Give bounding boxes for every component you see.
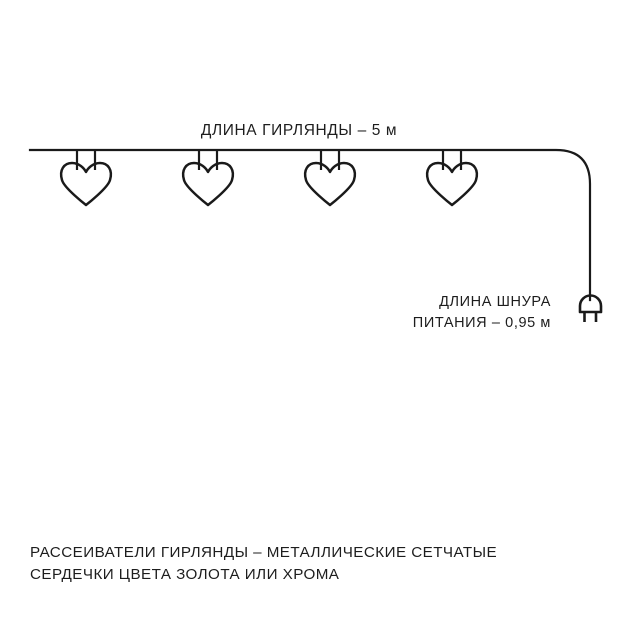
heart-pendant [303, 151, 357, 207]
diffusers-caption-line2: СЕРДЕЧКИ ЦВЕТА ЗОЛОТА ИЛИ ХРОМА [30, 566, 340, 583]
heart-pendant [59, 151, 113, 207]
heart-icon [425, 161, 479, 207]
power-plug-icon [578, 294, 603, 322]
pendant-stems [441, 151, 463, 170]
pendant-stems [197, 151, 219, 170]
cord-length-label: ДЛИНА ШНУРА ПИТАНИЯ – 0,95 м [330, 292, 551, 333]
heart-icon [59, 161, 113, 207]
pendant-stems [75, 151, 97, 170]
garland-wire [28, 148, 592, 302]
heart-icon [303, 161, 357, 207]
diffusers-caption: РАССЕИВАТЕЛИ ГИРЛЯНДЫ – МЕТАЛЛИЧЕСКИЕ СЕ… [30, 542, 618, 586]
cord-length-label-line2: ПИТАНИЯ – 0,95 м [412, 314, 551, 331]
cord-length-label-line1: ДЛИНА ШНУРА [439, 294, 551, 310]
heart-icon [181, 161, 235, 207]
garland-length-label: ДЛИНА ГИРЛЯНДЫ – 5 м [200, 122, 398, 139]
plug-prongs [583, 313, 598, 322]
plug-body [578, 294, 603, 314]
heart-pendant [425, 151, 479, 207]
heart-pendant [181, 151, 235, 207]
pendant-stems [319, 151, 341, 170]
diffusers-caption-line1: РАССЕИВАТЕЛИ ГИРЛЯНДЫ – МЕТАЛЛИЧЕСКИЕ СЕ… [30, 544, 498, 561]
